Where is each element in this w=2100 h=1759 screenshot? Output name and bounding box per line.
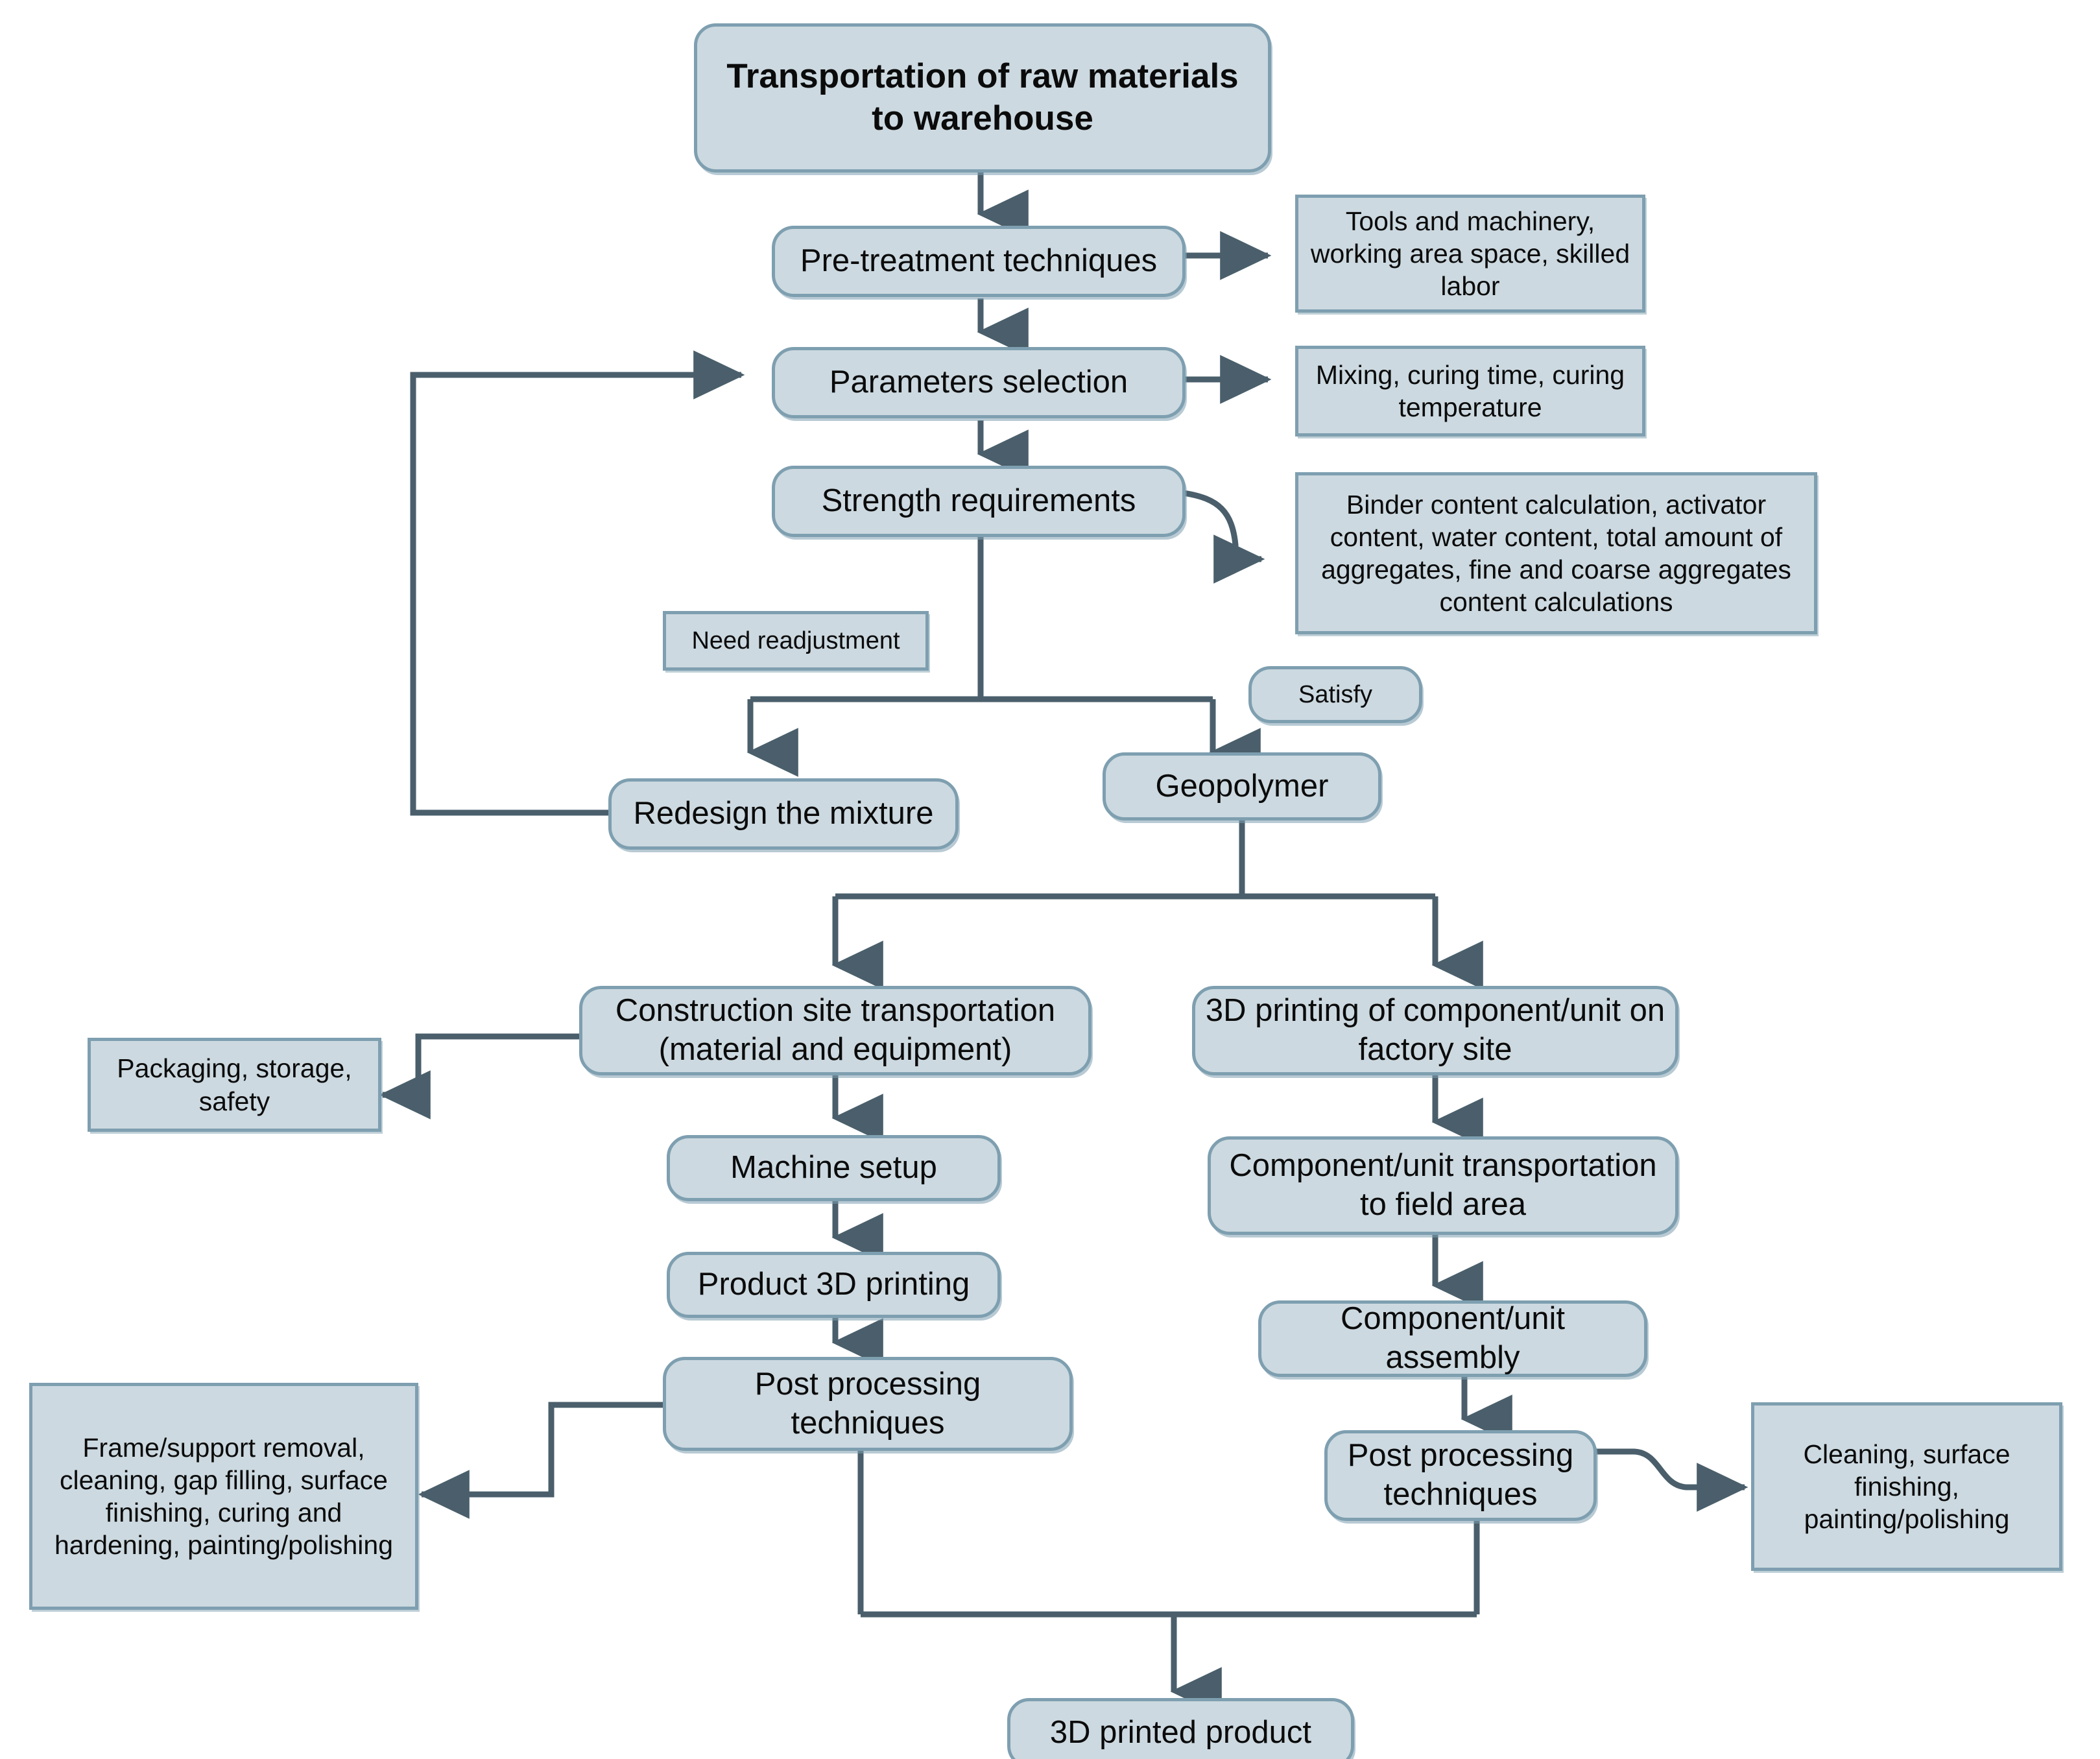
edge-strength-to-binder xyxy=(1182,490,1265,584)
note-label: Cleaning, surface finishing, painting/po… xyxy=(1803,1439,2011,1534)
node-label: Post processing techniques xyxy=(1347,1438,1574,1512)
node-transportation-raw-materials[interactable]: Transportation of raw materials to wareh… xyxy=(694,23,1271,173)
node-label: Redesign the mixture xyxy=(633,796,934,832)
edge-postprocessing-left-to-frame-note xyxy=(418,1402,663,1519)
node-post-processing-techniques-left[interactable]: Post processing techniques xyxy=(663,1357,1073,1451)
edge-construction-to-packaging xyxy=(379,1033,582,1119)
node-label: Pre-treatment techniques xyxy=(800,243,1158,279)
label-need-readjustment: Need readjustment xyxy=(663,611,929,671)
label-text: Satisfy xyxy=(1298,680,1373,708)
node-3d-printing-component-factory[interactable]: 3D printing of component/unit on factory… xyxy=(1192,986,1678,1075)
node-label: Product 3D printing xyxy=(697,1267,970,1302)
node-label: Component/unit transportation to field a… xyxy=(1229,1148,1657,1222)
node-parameters-selection[interactable]: Parameters selection xyxy=(772,347,1186,418)
node-machine-setup[interactable]: Machine setup xyxy=(667,1135,1001,1201)
note-frame-support-removal: Frame/support removal, cleaning, gap fil… xyxy=(29,1383,418,1610)
node-redesign-the-mixture[interactable]: Redesign the mixture xyxy=(608,778,959,850)
node-pre-treatment-techniques[interactable]: Pre-treatment techniques xyxy=(772,226,1186,297)
note-label: Packaging, storage, safety xyxy=(117,1053,352,1116)
node-3d-printed-product[interactable]: 3D printed product xyxy=(1007,1698,1354,1759)
node-label: Machine setup xyxy=(730,1150,937,1186)
label-satisfy: Satisfy xyxy=(1248,666,1422,723)
node-label: 3D printed product xyxy=(1049,1715,1312,1751)
note-tools-machinery: Tools and machinery, working area space,… xyxy=(1295,195,1645,313)
node-label: Geopolymer xyxy=(1155,768,1329,804)
node-strength-requirements[interactable]: Strength requirements xyxy=(772,466,1186,537)
edge-postprocessing-right-to-cleaning-note xyxy=(1591,1448,1748,1512)
note-label: Mixing, curing time, curing temperature xyxy=(1315,359,1625,422)
node-label: Strength requirements xyxy=(821,483,1136,519)
node-construction-site-transportation[interactable]: Construction site transportation (materi… xyxy=(579,986,1092,1075)
node-post-processing-techniques-right[interactable]: Post processing techniques xyxy=(1324,1430,1597,1521)
label-text: Need readjustment xyxy=(691,627,900,654)
node-geopolymer[interactable]: Geopolymer xyxy=(1103,752,1381,820)
note-label: Frame/support removal, cleaning, gap fil… xyxy=(54,1432,393,1561)
note-binder-content: Binder content calculation, activator co… xyxy=(1295,472,1817,634)
node-label: Post processing techniques xyxy=(754,1366,981,1441)
node-label: 3D printing of component/unit on factory… xyxy=(1205,993,1665,1067)
node-label: Transportation of raw materials to wareh… xyxy=(726,57,1239,138)
edge-redesign-feedback-to-parameters xyxy=(410,350,745,816)
node-component-assembly[interactable]: Component/unit assembly xyxy=(1258,1300,1647,1377)
note-packaging-storage-safety: Packaging, storage, safety xyxy=(88,1038,381,1132)
node-label: Component/unit assembly xyxy=(1341,1301,1565,1375)
node-label: Construction site transportation (materi… xyxy=(615,993,1056,1067)
node-label: Parameters selection xyxy=(829,365,1128,400)
node-component-transportation-field[interactable]: Component/unit transportation to field a… xyxy=(1208,1136,1678,1235)
node-product-3d-printing[interactable]: Product 3D printing xyxy=(667,1252,1001,1318)
note-cleaning-surface-finishing: Cleaning, surface finishing, painting/po… xyxy=(1751,1402,2062,1571)
note-label: Binder content calculation, activator co… xyxy=(1321,489,1791,617)
note-label: Tools and machinery, working area space,… xyxy=(1310,206,1630,301)
note-mixing-curing: Mixing, curing time, curing temperature xyxy=(1295,346,1645,437)
